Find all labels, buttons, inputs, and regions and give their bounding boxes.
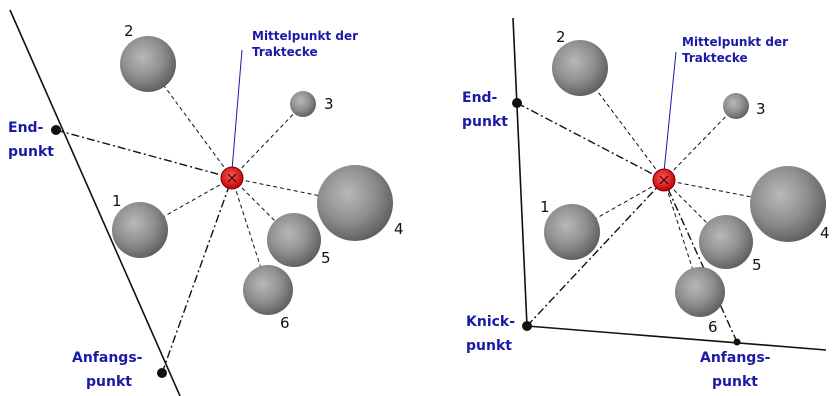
left-stone-4 [317, 165, 393, 241]
right-stone-1 [544, 204, 600, 260]
left-spoke-2 [147, 63, 233, 179]
left-endpoint-to-center-line [55, 129, 233, 179]
right-stone-3 [723, 93, 749, 119]
left-spoke-1 [139, 177, 233, 231]
right-end-label-line1: End- [462, 90, 498, 106]
right-stone-2 [552, 40, 608, 96]
left-annotation-pointer [231, 49, 243, 171]
right-boundary-horizontal [526, 325, 827, 351]
left-stone-6-label: 6 [280, 314, 290, 332]
left-end-label-line1: End- [8, 120, 44, 136]
right-center-mark [659, 175, 669, 185]
left-boundary-line [9, 9, 181, 396]
left-stone-1-label: 1 [112, 192, 122, 210]
left-annotation-line1: Mittelpunkt der [252, 29, 358, 43]
right-knick-to-center-line [526, 179, 665, 327]
right-stone-5-label: 5 [752, 256, 762, 274]
left-spoke-3 [231, 103, 304, 179]
left-start-label-line2: punkt [86, 374, 132, 390]
right-end-label-line2: punkt [462, 114, 508, 130]
right-spoke-2 [579, 67, 665, 181]
right-stone-1-label: 1 [540, 198, 550, 216]
right-start-label-line1: Anfangs- [700, 350, 771, 366]
left-annotation-line2: Traktecke [252, 45, 318, 59]
right-start-to-center-line [663, 179, 738, 343]
right-stone-2-label: 2 [556, 28, 566, 46]
right-stone-4 [750, 166, 826, 242]
left-stone-5-label: 5 [321, 249, 331, 267]
right-annotation-pointer [663, 51, 677, 173]
left-stone-2-label: 2 [124, 22, 134, 40]
left-stone-5 [267, 213, 321, 267]
left-start-point [157, 368, 167, 378]
left-stone-6 [243, 265, 293, 315]
right-annotation-line1: Mittelpunkt der [682, 35, 788, 49]
right-stone-4-label: 4 [820, 224, 830, 242]
right-spoke-1 [571, 179, 665, 233]
right-stone-5 [699, 215, 753, 269]
left-stone-1 [112, 202, 168, 258]
right-annotation-line2: Traktecke [682, 51, 748, 65]
right-knick-label-line1: Knick- [466, 314, 515, 330]
right-endpoint-to-center-line [516, 102, 665, 181]
right-knick-point [522, 321, 532, 331]
right-stone-3-label: 3 [756, 100, 766, 118]
left-end-label-line2: punkt [8, 144, 54, 160]
left-stone-3 [290, 91, 316, 117]
left-panel: 1 2 3 4 5 6 Mittelpunkt der Traktecke En… [8, 9, 404, 396]
right-start-point [733, 338, 741, 346]
left-center-mark [227, 173, 237, 183]
left-stone-4-label: 4 [394, 220, 404, 238]
right-end-point [512, 98, 522, 108]
left-start-to-center-line [161, 177, 233, 374]
right-knick-label-line2: punkt [466, 338, 512, 354]
right-spoke-3 [663, 105, 737, 181]
left-stone-2 [120, 36, 176, 92]
right-stone-6 [675, 267, 725, 317]
left-stone-3-label: 3 [324, 95, 334, 113]
right-stone-6-label: 6 [708, 318, 718, 336]
right-panel: 1 2 3 4 5 6 Mittelpunkt der Traktecke En… [462, 17, 830, 390]
right-boundary-vertical [512, 17, 528, 327]
left-end-point [51, 125, 61, 135]
right-start-label-line2: punkt [712, 374, 758, 390]
left-start-label-line1: Anfangs- [72, 350, 143, 366]
